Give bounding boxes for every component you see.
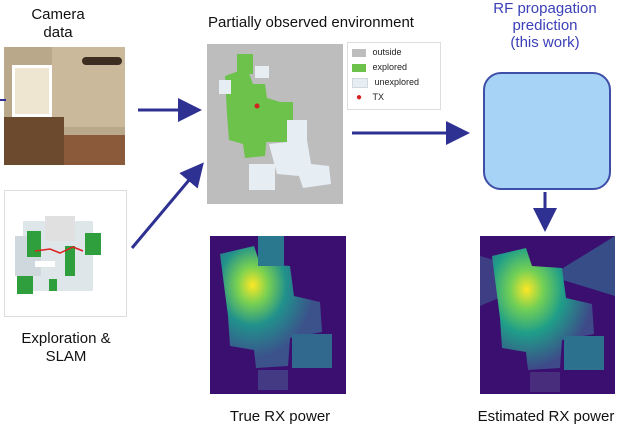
- legend: outside explored unexplored ● TX: [347, 42, 441, 110]
- partial-env-graphic: [219, 54, 331, 190]
- arrow-slam-to-env: [130, 162, 204, 249]
- true-rx-label: True RX power: [229, 408, 331, 425]
- camera-photo: [4, 47, 125, 165]
- true-rx-graphic: [220, 236, 332, 390]
- rf-model-box: [483, 72, 611, 190]
- legend-item-tx: ● TX: [352, 92, 384, 103]
- est-rx-label: Estimated RX power: [477, 408, 615, 425]
- photo-bed: [64, 135, 125, 165]
- exploration-label: Exploration & SLAM: [21, 330, 111, 365]
- legend-marker-tx: ●: [355, 92, 363, 103]
- est-rx-graphic: [480, 236, 615, 392]
- partial-env-map: outside explored unexplored ● TX: [207, 42, 441, 204]
- legend-swatch-unexplored: [352, 77, 368, 88]
- legend-swatch-explored: [352, 63, 366, 72]
- rf-title: RF propagation prediction (this work): [493, 0, 597, 51]
- est-rx-heatmap: [480, 236, 615, 394]
- legend-item-explored: explored: [352, 62, 407, 72]
- slam-map: [4, 190, 127, 317]
- true-rx-heatmap: [210, 236, 346, 394]
- slam-map-graphic: [15, 216, 101, 294]
- legend-item-unexplored: unexplored: [352, 77, 419, 88]
- photo-furniture: [4, 117, 64, 165]
- partial-env-title: Partially observed environment: [208, 14, 414, 31]
- legend-swatch-outside: [352, 48, 366, 57]
- camera-data-label: Camera data: [31, 6, 85, 41]
- photo-window: [12, 65, 52, 117]
- photo-fan: [82, 57, 122, 65]
- legend-item-outside: outside: [352, 47, 402, 57]
